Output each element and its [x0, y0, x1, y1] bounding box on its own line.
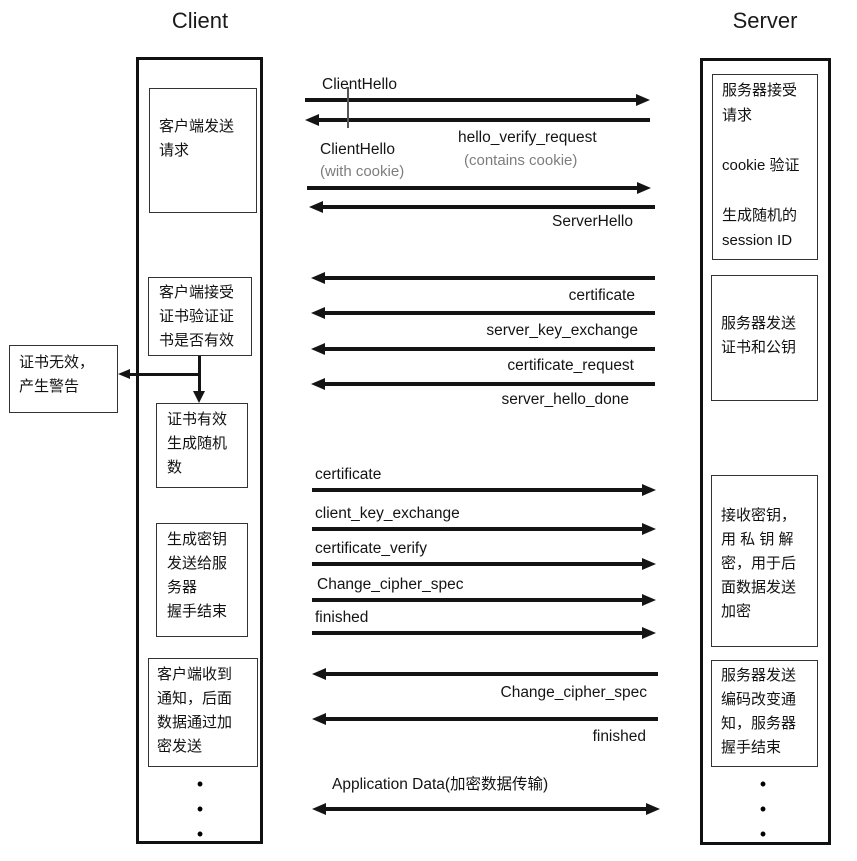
- cert-invalid-warning-box: 证书无效， 产生警告: [9, 345, 118, 413]
- tick-mark: [347, 87, 349, 128]
- msg-finished-server-label: finished: [592, 728, 646, 745]
- arrow-certificate-request: [311, 343, 655, 355]
- server-step-change-cipher-text: 服务器发送 编码改变通 知，服务器 握手结束: [721, 667, 797, 756]
- arrow-server-key-exchange: [311, 307, 655, 319]
- msg-client-hello-cookie-label: ClientHello: [320, 141, 395, 158]
- msg-hello-verify-request-sublabel: (contains cookie): [464, 152, 578, 169]
- arrow-client-hello: [305, 94, 650, 106]
- arrow-certificate-client: [312, 484, 656, 496]
- client-column-title: Client: [171, 8, 229, 33]
- server-step-send-cert-text: 服务器发送 证书和公钥: [721, 315, 797, 356]
- msg-client-hello-cookie-sublabel: (with cookie): [320, 163, 405, 180]
- server-step-accept-request-text: 服务器接受 请求 cookie 验证 生成随机的 session ID: [722, 82, 800, 249]
- arrow-finished-client: [312, 627, 656, 639]
- arrow-change-cipher-spec-client: [312, 594, 656, 606]
- msg-certificate-verify-label: certificate_verify: [315, 540, 427, 557]
- msg-application-data-label: Application Data(加密数据传输): [332, 776, 549, 793]
- branch-arrow-to-warning: [118, 369, 200, 379]
- msg-client-hello-label: ClientHello: [322, 76, 397, 93]
- msg-client-key-exchange-label: client_key_exchange: [315, 505, 460, 522]
- client-step-verify-cert-text: 客户端接受 证书验证证 书是否有效: [159, 284, 235, 349]
- arrow-change-cipher-spec-server: [312, 668, 658, 680]
- msg-server-hello-label: ServerHello: [552, 213, 633, 230]
- client-step-notified-text: 客户端收到 通知，后面 数据通过加 密发送: [157, 666, 233, 755]
- msg-server-key-exchange-label: server_key_exchange: [486, 322, 638, 339]
- client-step-cert-valid: 证书有效 生成随机 数: [156, 403, 248, 488]
- server-step-change-cipher: 服务器发送 编码改变通 知，服务器 握手结束: [711, 660, 818, 767]
- msg-certificate-request-label: certificate_request: [507, 357, 634, 374]
- client-step-cert-valid-text: 证书有效 生成随机 数: [167, 411, 228, 476]
- arrow-application-data: [312, 803, 660, 815]
- arrow-server-hello-done: [311, 378, 655, 390]
- arrow-certificate-server: [311, 272, 655, 284]
- server-column-title: Server: [732, 8, 798, 33]
- server-ellipsis-dots: • • •: [759, 774, 767, 844]
- branch-line-down: [198, 356, 201, 393]
- branch-arrowhead-down: [193, 391, 205, 403]
- msg-server-hello-done-label: server_hello_done: [501, 391, 629, 408]
- msg-certificate-client-label: certificate: [315, 466, 382, 483]
- client-step-gen-key-text: 生成密钥 发送给服 务器 握手结束: [167, 531, 228, 620]
- arrow-server-hello: [309, 201, 655, 213]
- server-step-send-cert: 服务器发送 证书和公钥: [711, 275, 818, 401]
- server-step-accept-request: 服务器接受 请求 cookie 验证 生成随机的 session ID: [712, 74, 818, 260]
- arrow-client-hello-cookie: [307, 182, 651, 194]
- client-step-send-request-text: 客户端发送 请求: [159, 118, 235, 159]
- msg-finished-client-label: finished: [315, 609, 369, 626]
- msg-change-cipher-spec-client-label: Change_cipher_spec: [317, 576, 464, 593]
- client-ellipsis-dots: • • •: [196, 774, 204, 844]
- client-step-notified: 客户端收到 通知，后面 数据通过加 密发送: [148, 658, 258, 767]
- server-step-receive-key: 接收密钥， 用 私 钥 解 密，用于后 面数据发送 加密: [711, 475, 818, 647]
- arrow-hello-verify-request: [305, 114, 650, 126]
- client-step-send-request: 客户端发送 请求: [149, 88, 257, 213]
- client-step-verify-cert: 客户端接受 证书验证证 书是否有效: [148, 277, 252, 356]
- arrow-client-key-exchange: [312, 523, 656, 535]
- arrow-finished-server: [312, 713, 658, 725]
- msg-hello-verify-request-label: hello_verify_request: [458, 129, 597, 146]
- server-step-receive-key-text: 接收密钥， 用 私 钥 解 密，用于后 面数据发送 加密: [721, 507, 797, 620]
- arrow-certificate-verify: [312, 558, 656, 570]
- msg-change-cipher-spec-server-label: Change_cipher_spec: [500, 684, 648, 701]
- msg-certificate-server-label: certificate: [568, 287, 635, 304]
- client-step-gen-key: 生成密钥 发送给服 务器 握手结束: [156, 523, 248, 637]
- cert-invalid-warning-text: 证书无效， 产生警告: [19, 354, 95, 395]
